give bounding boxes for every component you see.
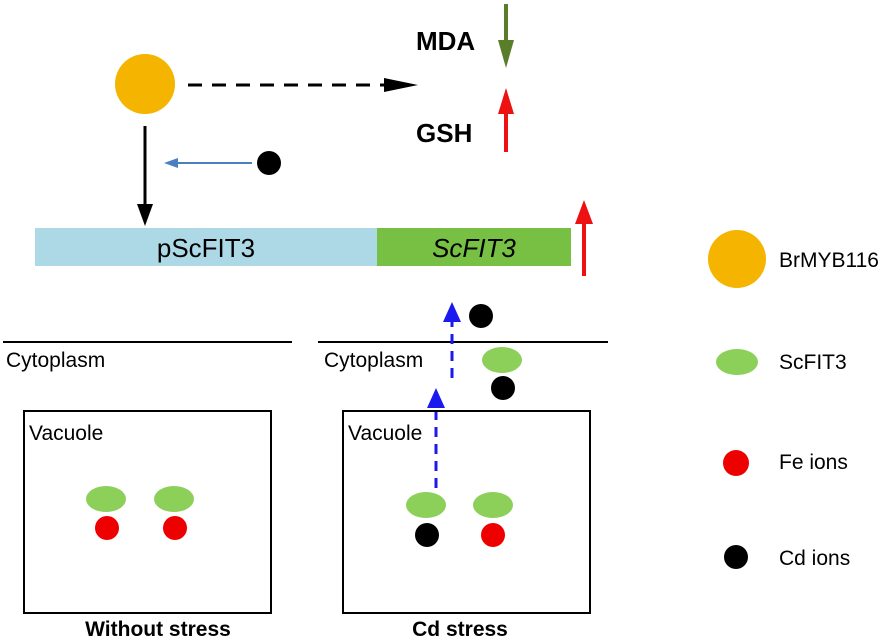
condition-right-label: Cd stress xyxy=(412,618,508,640)
cytoplasm-right-label: Cytoplasm xyxy=(324,349,423,372)
mda-label: MDA xyxy=(416,26,475,56)
legend-scfit3-icon xyxy=(716,349,758,375)
promoter-label: pScFIT3 xyxy=(157,233,255,263)
binding-arrow-head xyxy=(137,204,153,226)
scfit3-cytoplasm-icon xyxy=(482,347,522,373)
scfit3-right-1-icon xyxy=(406,492,446,518)
cd-ion-membrane-icon xyxy=(469,304,493,328)
vacuole-right-label: Vacuole xyxy=(348,422,422,445)
gene-bar xyxy=(377,228,571,266)
cytoplasm-left-label: Cytoplasm xyxy=(6,349,105,372)
legend-brmyb116-label: BrMYB116 xyxy=(779,249,879,272)
transport-arrow-lower-head xyxy=(427,388,445,408)
cd-inhibit-arrow-head xyxy=(164,158,178,168)
legend-brmyb116-icon xyxy=(708,230,766,288)
dashed-arrow-head xyxy=(384,78,418,92)
cd-ion-right-icon xyxy=(415,523,439,547)
legend-fe-icon xyxy=(723,450,749,476)
legend-cd-label: Cd ions xyxy=(779,547,850,570)
vacuole-left-label: Vacuole xyxy=(29,422,103,445)
mda-down-arrow-head xyxy=(498,40,514,68)
vacuole-right-box xyxy=(342,410,591,614)
fe-ion-right-icon xyxy=(481,523,505,547)
vacuole-left-box xyxy=(23,410,272,614)
gene-label: ScFIT3 xyxy=(432,233,516,263)
cd-ion-cytoplasm-icon xyxy=(491,376,515,400)
cd-ion-top-icon xyxy=(257,151,281,175)
scfit3-left-1-icon xyxy=(86,486,126,512)
fe-ion-left-2-icon xyxy=(163,516,187,540)
scfit3-right-2-icon xyxy=(473,492,513,518)
gene-up-arrow-head xyxy=(575,200,593,224)
gsh-label: GSH xyxy=(416,118,472,148)
brmyb116-protein-icon xyxy=(115,54,175,114)
fe-ion-left-1-icon xyxy=(95,516,119,540)
legend-cd-icon xyxy=(724,545,748,569)
legend-fe-label: Fe ions xyxy=(779,451,848,474)
transport-arrow-upper-head xyxy=(443,302,461,322)
gsh-up-arrow-head xyxy=(498,88,514,114)
legend: BrMYB116 ScFIT3 Fe ions Cd ions xyxy=(708,230,879,570)
condition-left-label: Without stress xyxy=(85,618,231,640)
legend-scfit3-label: ScFIT3 xyxy=(779,351,847,374)
promoter-bar xyxy=(35,228,377,266)
scfit3-left-2-icon xyxy=(154,486,194,512)
